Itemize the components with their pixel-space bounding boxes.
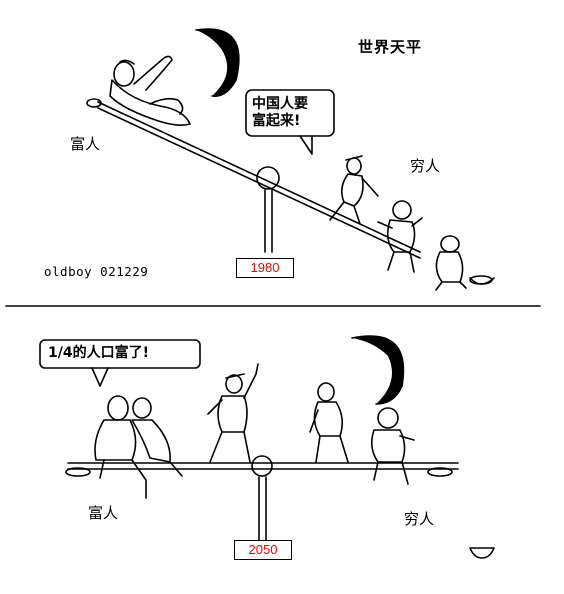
poor-person-figure-standing-1980	[329, 155, 379, 225]
seesaw-beam-2050	[65, 462, 459, 477]
speech-text-1980: 中国人要 富起来!	[252, 96, 308, 130]
poor-label-1980: 穷人	[410, 157, 441, 175]
speech-bubble-2050	[39, 339, 201, 387]
rich-label-1980: 富人	[70, 135, 101, 153]
speech-bubble-1980	[245, 89, 335, 155]
page-title: 世界天平	[358, 38, 423, 56]
seesaw-pivot-1980	[256, 166, 280, 253]
rich-person-figure-sitting-2050	[94, 395, 147, 499]
poor-person-figure-kneeling-1980	[435, 235, 467, 291]
poor-person-figure-middle-1980	[377, 200, 423, 273]
speech-line-2: 富起来!	[252, 113, 301, 129]
speech-text-2050: 1/4的人口富了!	[48, 345, 149, 361]
artist-signature: oldboy 021229	[44, 264, 149, 279]
year-box-2050: 2050	[234, 540, 292, 560]
bowl-icon	[469, 547, 495, 559]
speech-line-1: 中国人要	[252, 96, 308, 112]
poor-label-2050: 穷人	[404, 510, 435, 528]
poor-person-figure-smiling-2050	[370, 407, 415, 485]
rich-person-figure-1980	[109, 55, 191, 126]
rich-person-figure-hugging-2050	[131, 397, 183, 477]
poor-person-figure-walking-2050	[309, 382, 349, 463]
seesaw-pivot-2050	[251, 455, 273, 541]
middle-person-figure-2050	[207, 363, 259, 463]
crescent-moon-icon	[196, 29, 239, 97]
rich-label-2050: 富人	[88, 504, 119, 522]
crescent-moon-icon-2050	[352, 336, 404, 404]
year-box-1980: 1980	[236, 258, 294, 278]
